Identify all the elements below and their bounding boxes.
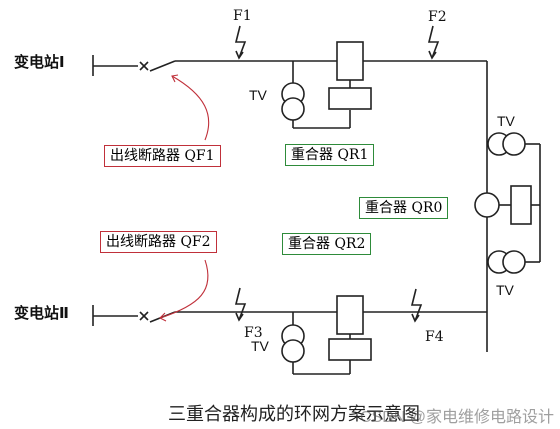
qr0-assembly — [474, 132, 541, 274]
pointer-qf2-curve — [159, 259, 209, 319]
fault-f1-arrow — [234, 25, 247, 59]
station-1-label: 变电站Ⅰ — [14, 54, 65, 71]
pointer-qf1-curve — [171, 75, 210, 141]
tv-label-top: TV — [249, 87, 267, 103]
fault-f4-arrow — [410, 288, 423, 322]
label-qr0: 重合器 QR0 — [359, 197, 449, 219]
label-qf2: 出线断路器 QF2 — [100, 231, 217, 253]
label-qr2: 重合器 QR2 — [282, 233, 372, 255]
label-qf1: 出线断路器 QF1 — [104, 145, 221, 167]
fault-f4-label: F4 — [425, 329, 444, 345]
tv-label-right-bottom: TV — [496, 282, 514, 298]
watermark: CSDN @家电维修电路设计 — [360, 409, 555, 426]
fault-f3-arrow — [234, 287, 247, 321]
tv-label-bottom: TV — [251, 338, 269, 354]
fault-f2-arrow — [427, 25, 440, 59]
breaker-qf1-contact — [149, 60, 176, 72]
label-qr1: 重合器 QR1 — [285, 144, 375, 166]
fault-f1-label: F1 — [233, 8, 252, 24]
fault-f3-label: F3 — [244, 325, 263, 341]
fault-f2-label: F2 — [428, 9, 447, 25]
qr2-assembly — [281, 295, 372, 375]
diagram-caption: 三重合器构成的环网方案示意图 — [168, 404, 420, 425]
qr1-assembly — [281, 41, 372, 129]
tv-label-right-top: TV — [497, 113, 515, 129]
station-2-label: 变电站Ⅱ — [14, 305, 69, 322]
